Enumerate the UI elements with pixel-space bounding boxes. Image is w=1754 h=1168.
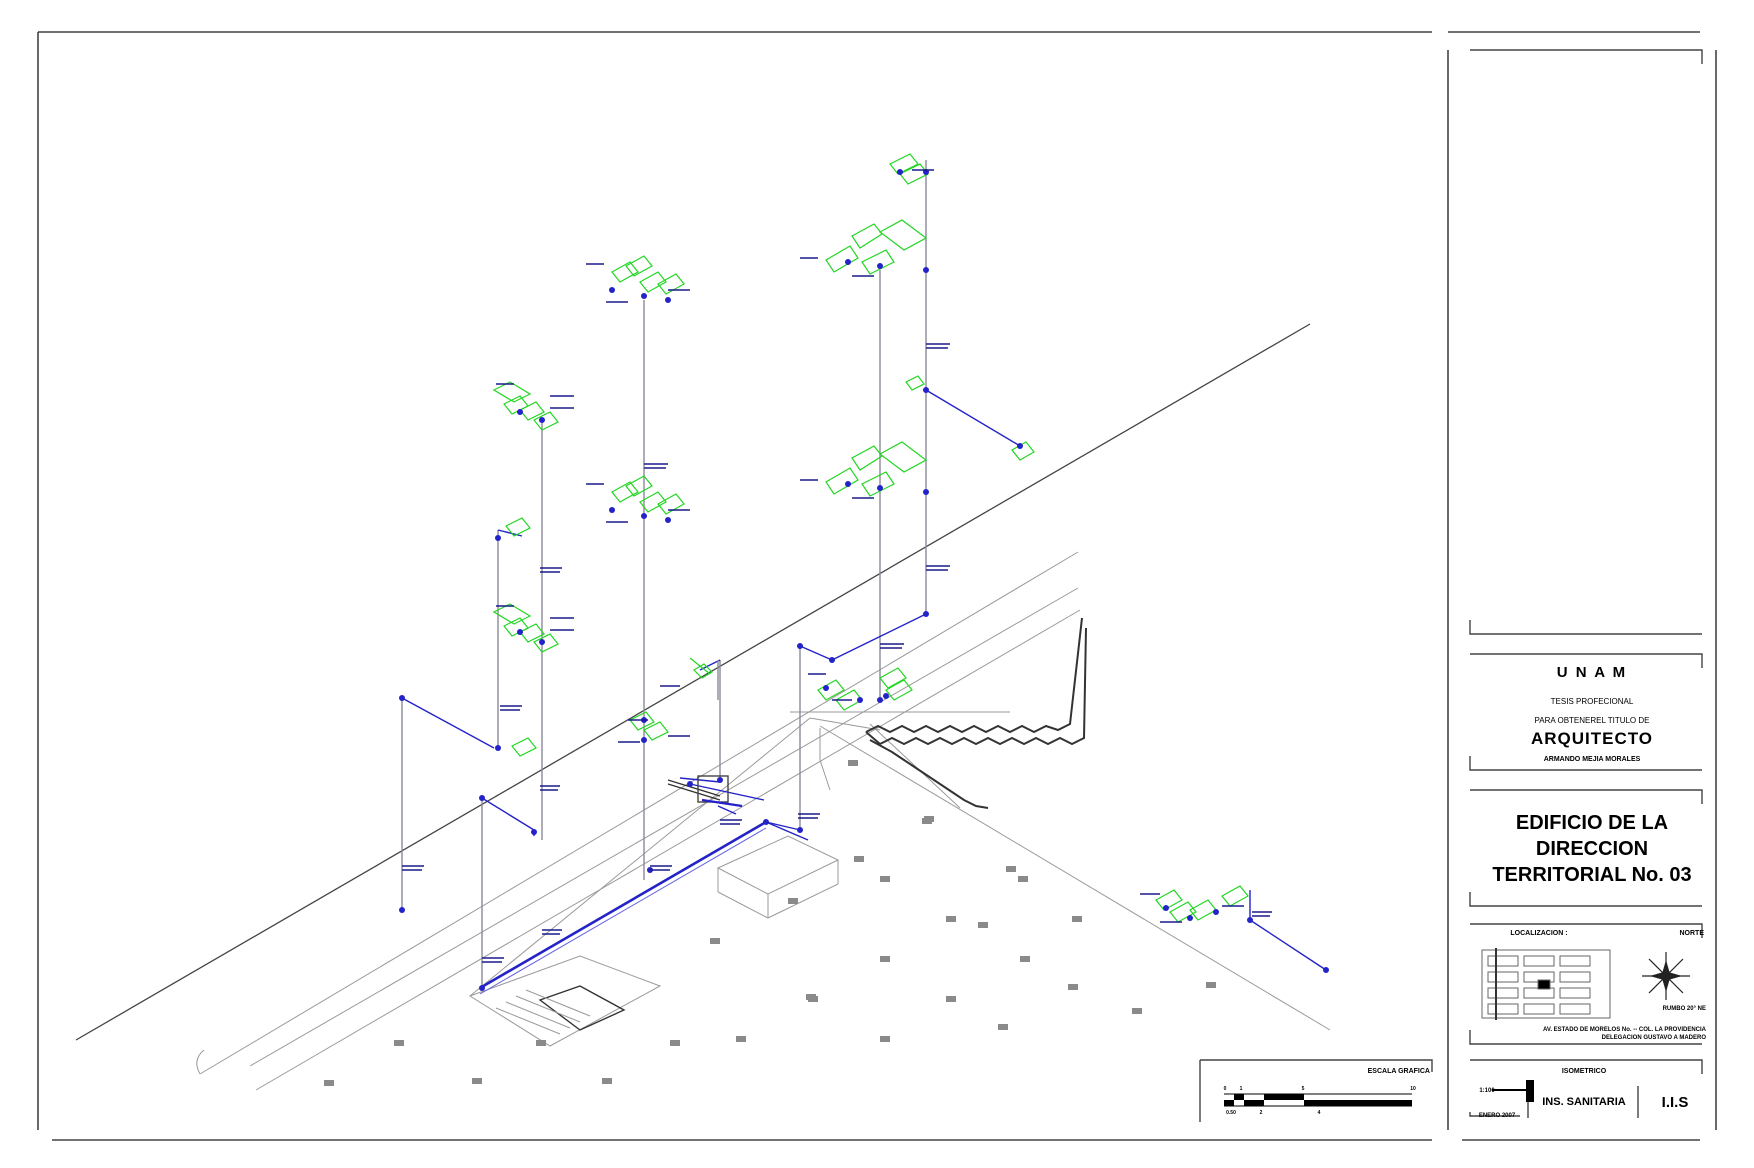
location-map <box>1487 948 1591 1020</box>
scale-value: 1:100 <box>1479 1088 1495 1094</box>
scale-tick-0: 0 <box>1223 1086 1227 1092</box>
drawing-code: I.I.S <box>1661 1094 1689 1111</box>
fixture-clusters <box>492 153 1249 923</box>
address-line-1: AV. ESTADO DE MORELOS No. -- COL. LA PRO… <box>1542 1027 1706 1033</box>
author-name: ARMANDO MEJIA MORALES <box>1543 756 1641 763</box>
project-title-line-2: DIRECCION <box>1535 838 1649 860</box>
scale-tick-1: 1 <box>1239 1086 1243 1092</box>
north-arrow-icon <box>1642 952 1690 1000</box>
site-structure <box>75 323 1331 1091</box>
stepped-wall <box>865 617 1087 809</box>
scale-tick-4: 4 <box>1317 1110 1321 1116</box>
degree-title: ARQUITECTO <box>1530 729 1654 748</box>
scale-tick-2: 2 <box>1259 1110 1263 1116</box>
date-label: ENERO 2007 <box>1478 1113 1516 1119</box>
bearing-label: RUMBO 20° NE <box>1662 1006 1706 1012</box>
floor-drains <box>324 760 1216 1086</box>
north-label: NORTE <box>1679 930 1705 937</box>
graphic-scale <box>1199 1059 1433 1122</box>
sheet-border <box>37 31 1717 1141</box>
location-label: LOCALIZACION : <box>1510 930 1568 937</box>
sanitary-piping <box>401 160 1327 995</box>
view-name: ISOMETRICO <box>1561 1068 1607 1075</box>
address-line-2: DELEGACION GUSTAVO A MADERO <box>1601 1035 1706 1041</box>
scale-marker <box>1492 1080 1534 1102</box>
vent-stack <box>667 660 743 808</box>
scale-tick-050: 0.50 <box>1226 1110 1236 1116</box>
scale-tick-10: 10 <box>1410 1086 1416 1092</box>
pipe-annotations <box>402 169 1272 963</box>
pipe-fittings <box>399 169 1329 991</box>
university-name: U N A M <box>1556 664 1628 681</box>
project-title-line-3: TERRITORIAL No. 03 <box>1492 864 1692 886</box>
scale-tick-5: 5 <box>1301 1086 1305 1092</box>
thesis-line-1: TESIS PROFECIONAL <box>1550 697 1634 706</box>
thesis-line-2: PARA OBTENEREL TITULO DE <box>1534 716 1650 725</box>
graphic-scale-title: ESCALA GRAFICA <box>1367 1068 1430 1075</box>
project-title-line-1: EDIFICIO DE LA <box>1515 812 1669 834</box>
drawing-name: INS. SANITARIA <box>1542 1096 1626 1108</box>
title-block-frames <box>1469 49 1703 1118</box>
